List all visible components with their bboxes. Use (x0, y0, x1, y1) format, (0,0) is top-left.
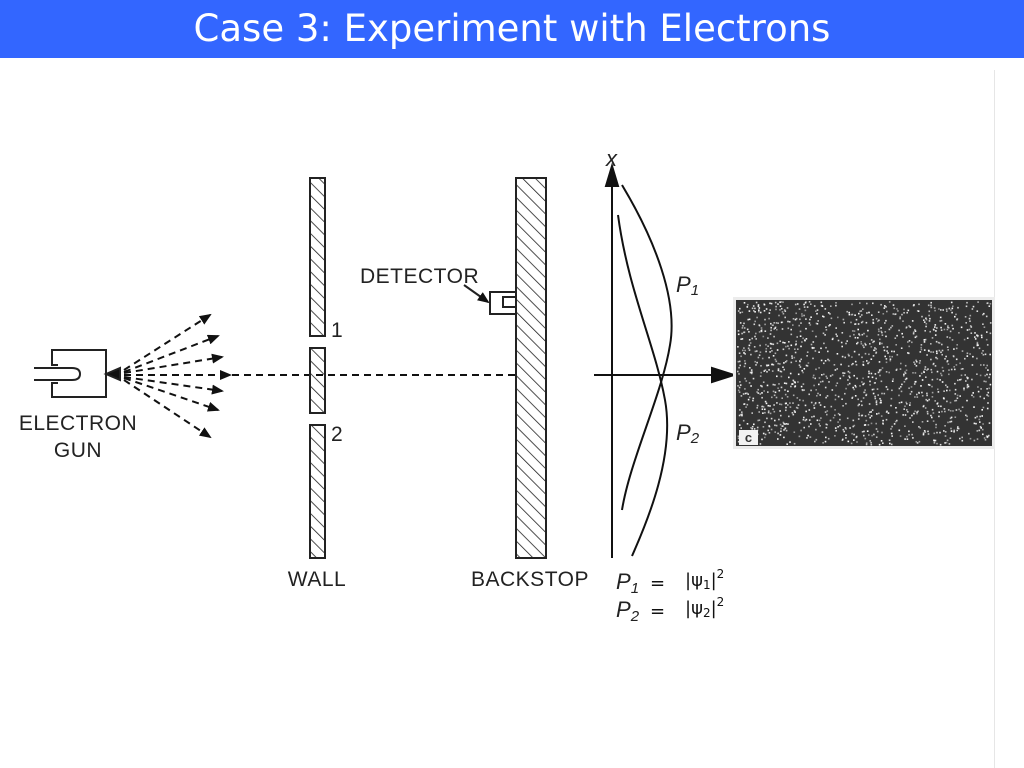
p2-curve-label: P2 (676, 420, 700, 447)
slit-1-label: 1 (331, 319, 343, 342)
svg-text:P2: P2 (616, 597, 640, 625)
equation-p2: P2 = |ψ2|2 (616, 595, 724, 625)
electron-gun-label-line1: ELECTRON (19, 412, 137, 435)
svg-text:=: = (650, 573, 665, 594)
svg-text:|ψ2|2: |ψ2|2 (685, 595, 724, 620)
slit-2-label: 2 (331, 423, 343, 446)
slide-title: Case 3: Experiment with Electrons (193, 7, 831, 50)
svg-text:P1: P1 (616, 569, 639, 597)
detection-screen: c (733, 297, 995, 449)
p1-curve (621, 184, 673, 511)
backstop-label: BACKSTOP (471, 568, 589, 591)
detector-label: DETECTOR (360, 265, 479, 288)
p2-curve (617, 214, 669, 557)
p1-curve-label: P1 (676, 272, 699, 299)
title-bar: Case 3: Experiment with Electrons (0, 0, 1024, 58)
detector-icon (463, 284, 517, 315)
probability-axes (594, 162, 738, 558)
electron-gun-label-line2: GUN (54, 439, 102, 462)
wall-label: WALL (288, 568, 346, 591)
svg-text:=: = (650, 601, 665, 622)
wall (309, 177, 326, 559)
electron-gun (34, 349, 121, 398)
electron-rays (123, 313, 516, 439)
x-axis-label: x (605, 146, 618, 171)
screen-panel-letter: c (745, 430, 752, 445)
equation-p1: P1 = |ψ1|2 (616, 567, 724, 597)
backstop (515, 177, 547, 559)
svg-text:|ψ1|2: |ψ1|2 (685, 567, 724, 592)
